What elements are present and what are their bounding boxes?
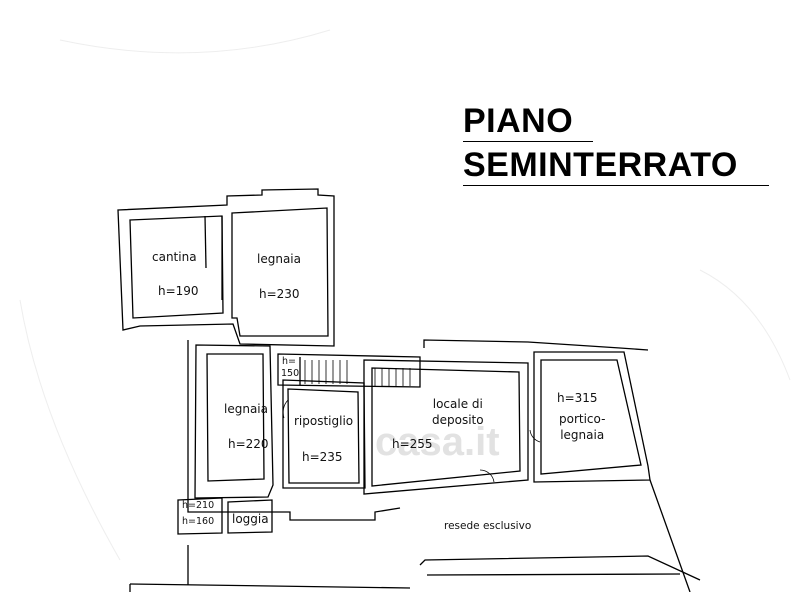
garden-label: resede esclusivo	[444, 520, 532, 532]
room-legnaia-lower-name: legnaia	[224, 402, 268, 416]
room-ripostiglio-height: h=235	[302, 450, 343, 464]
scan-background-marks	[19, 29, 791, 561]
title-underline-2	[463, 185, 769, 186]
stair-treads	[304, 360, 411, 386]
door-swings	[282, 399, 541, 483]
stair-height-label-2: 150	[281, 368, 300, 379]
left-height-label-2: h=160	[182, 516, 215, 527]
room-legnaia-lower-height: h=220	[228, 437, 269, 451]
title-underline-1	[463, 141, 593, 142]
room-legnaia-upper-height: h=230	[259, 287, 300, 301]
room-portico-legnaia-name: portico- legnaia	[559, 412, 606, 442]
watermark: casa.it	[375, 420, 500, 464]
room-portico-legnaia-height: h=315	[557, 391, 598, 405]
walls	[117, 188, 701, 592]
room-cantina-name: cantina	[152, 250, 197, 264]
plan-title-line2: SEMINTERRATO	[463, 146, 738, 184]
left-height-label-1: h=210	[182, 500, 215, 511]
plan-title-line1: PIANO	[463, 102, 574, 140]
stair-height-label-1: h=	[282, 356, 296, 367]
room-legnaia-upper-name: legnaia	[257, 252, 301, 266]
room-locale-deposito-name: locale di deposito	[432, 397, 484, 427]
room-locale-deposito-height: h=255	[392, 437, 433, 451]
room-loggia-name: loggia	[232, 512, 269, 526]
room-ripostiglio-name: ripostiglio	[294, 414, 354, 428]
room-cantina-height: h=190	[158, 284, 199, 298]
